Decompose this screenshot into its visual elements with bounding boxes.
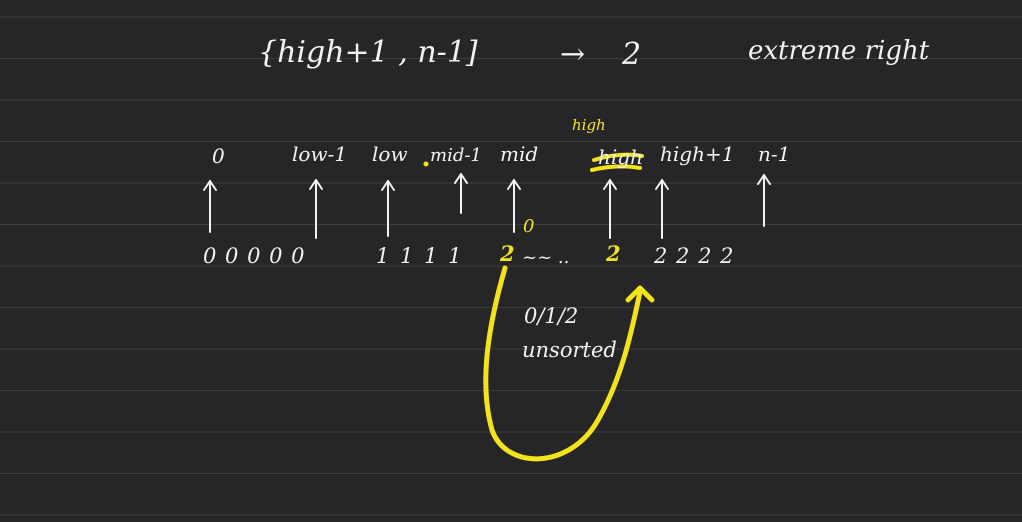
high-strike-mark xyxy=(592,152,644,162)
annotation-text: unsorted xyxy=(522,338,617,362)
array-unsorted-start: 2 xyxy=(500,241,515,266)
swap-loop-arrow xyxy=(483,265,643,462)
index-label-0: 0 xyxy=(212,144,225,168)
index-arrow-head xyxy=(603,179,617,190)
highlight-dot xyxy=(423,161,429,167)
index-label-low: low xyxy=(372,142,408,166)
corrected-high-label: high xyxy=(572,116,606,134)
index-label-high-struck: high xyxy=(598,145,643,169)
index-arrow-head xyxy=(655,179,669,190)
formula-note: extreme right xyxy=(748,36,930,66)
index-label-mid-minus-1: mid-1 xyxy=(430,145,482,166)
formula-range: {high+1 , n-1] xyxy=(258,35,478,70)
index-arrow-head xyxy=(454,173,468,184)
index-arrow-head xyxy=(203,180,217,191)
index-arrow-head xyxy=(757,174,771,185)
index-label-n-minus-1: n-1 xyxy=(758,142,791,166)
array-zeros: 0 0 0 0 0 xyxy=(203,244,306,268)
array-ones: 1 1 1 1 xyxy=(376,244,464,268)
annotation-values: 0/1/2 xyxy=(524,304,579,328)
array-twos: 2 2 2 2 xyxy=(654,244,735,268)
high-underline-mark xyxy=(590,164,642,172)
index-arrow-head xyxy=(309,179,323,190)
index-label-low-minus-1: low-1 xyxy=(292,142,348,166)
array-unsorted-dots: ~~ .. xyxy=(522,247,570,268)
array-unsorted-end: 2 xyxy=(606,241,621,266)
swap-mark: 0 xyxy=(523,216,535,237)
index-label-high-plus-1: high+1 xyxy=(660,142,735,166)
index-arrow-head xyxy=(507,179,521,190)
index-arrow-head xyxy=(381,180,395,191)
swap-loop-arrow-head xyxy=(625,285,655,303)
index-label-mid: mid xyxy=(500,142,539,166)
formula-value: 2 xyxy=(622,37,642,72)
formula-arrow: → xyxy=(560,37,586,72)
